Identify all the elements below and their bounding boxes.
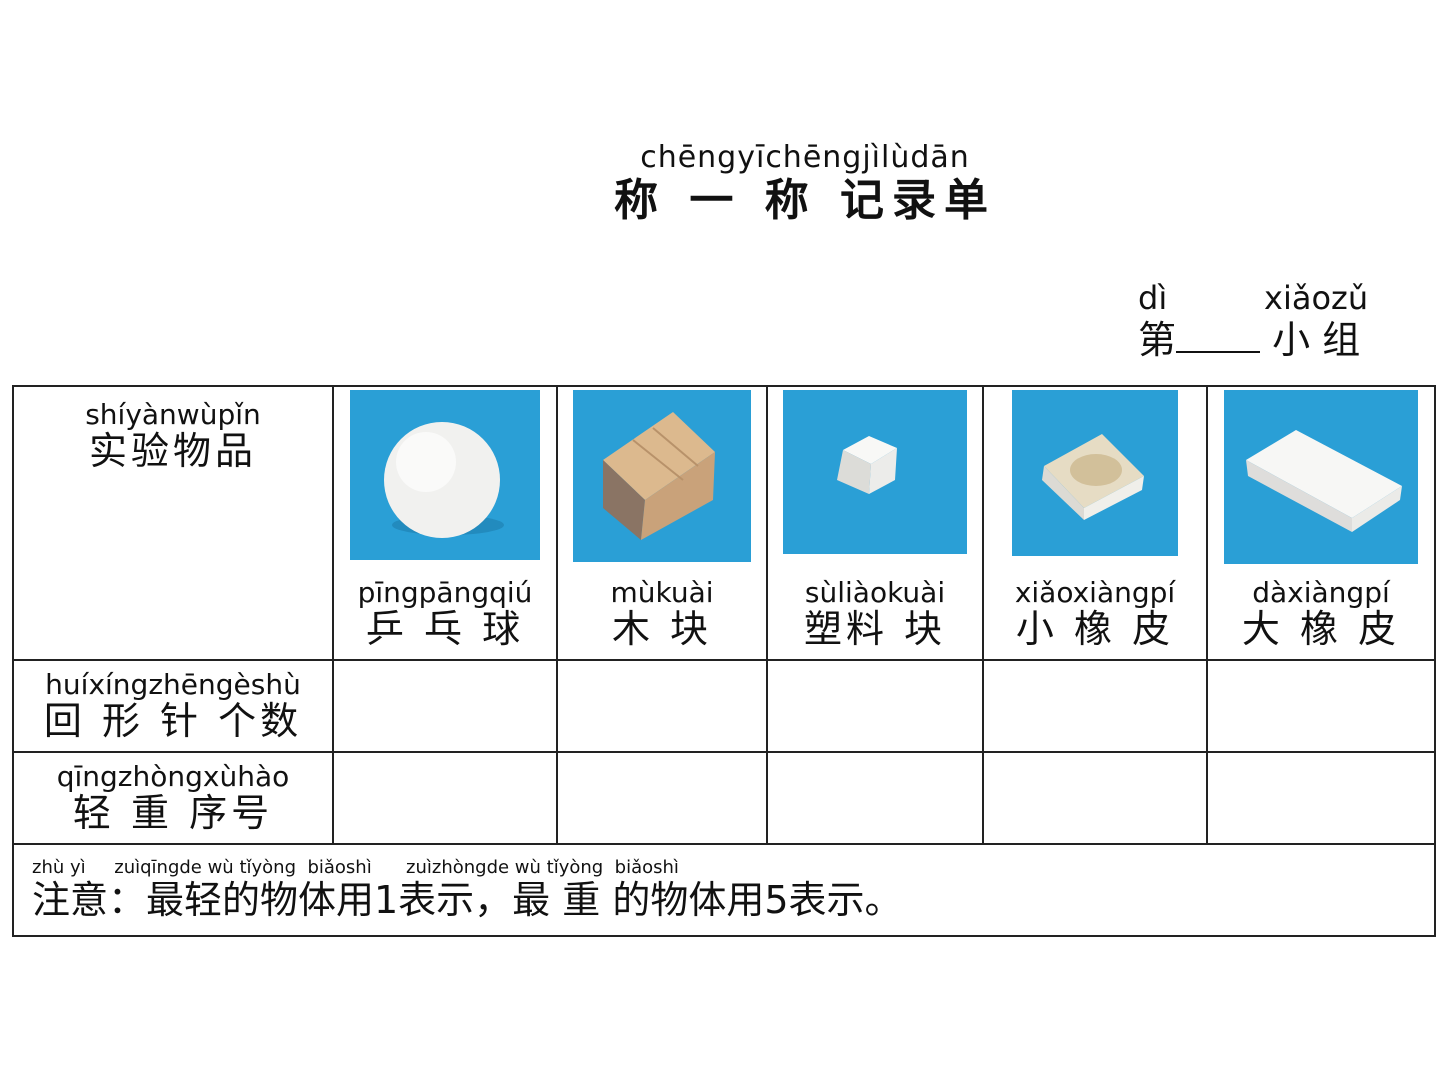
title-text: 称 一 称 记录单	[614, 175, 996, 226]
weight-order-pinyin: qīngzhòngxùhào	[56, 760, 290, 793]
item-name: 塑料 块	[803, 607, 947, 651]
item-name: 乒 乓 球	[365, 607, 525, 651]
item-pinyin: sùliàokuài	[804, 576, 946, 609]
answer-cell[interactable]	[982, 659, 1208, 753]
title-pinyin: chēngyīchēngjìlùdān	[640, 140, 970, 175]
group-di-label: 第	[1138, 318, 1177, 362]
item-name: 大 橡 皮	[1241, 607, 1401, 651]
group-xiaozu-pinyin: xiǎozǔ	[1264, 279, 1369, 317]
item-cell-plastic-block: sùliàokuài 塑料 块	[766, 385, 984, 661]
note-pinyin: zhù yì zuìqīngde wù tǐyòng biǎoshì zuìzh…	[32, 857, 679, 878]
note-cell: zhù yì zuìqīngde wù tǐyòng biǎoshì zuìzh…	[12, 843, 1436, 937]
item-name: 木 块	[611, 607, 713, 651]
clip-count-label: 回 形 针 个数	[43, 699, 303, 743]
ping-pong-ball-photo	[350, 390, 540, 560]
clip-count-row: huíxíngzhēngèshù 回 形 针 个数	[12, 659, 1436, 753]
item-name: 小 橡 皮	[1015, 607, 1175, 651]
note-row: zhù yì zuìqīngde wù tǐyòng biǎoshì zuìzh…	[12, 843, 1436, 937]
answer-cell[interactable]	[332, 751, 558, 845]
clip-count-header-cell: huíxíngzhēngèshù 回 形 针 个数	[12, 659, 334, 753]
answer-cell[interactable]	[766, 751, 984, 845]
note-text: 注意：最轻的物体用1表示，最 重 的物体用5表示。	[32, 878, 903, 922]
items-header-cell: shíyànwùpǐn 实验物品	[12, 385, 334, 661]
item-cell-wooden-block: mùkuài 木 块	[556, 385, 768, 661]
group-xiaozu-label: 小 组	[1272, 318, 1361, 362]
item-cell-big-eraser: dàxiàngpí 大 橡 皮	[1206, 385, 1436, 661]
item-pinyin: dàxiàngpí	[1252, 576, 1390, 609]
weight-order-label: 轻 重 序号	[72, 791, 274, 835]
answer-cell[interactable]	[766, 659, 984, 753]
item-pinyin: mùkuài	[610, 576, 714, 609]
item-pinyin: pīngpāngqiú	[357, 576, 533, 609]
item-cell-small-eraser: xiǎoxiàngpí 小 橡 皮	[982, 385, 1208, 661]
big-eraser-photo	[1224, 390, 1418, 564]
clip-count-pinyin: huíxíngzhēngèshù	[45, 668, 301, 701]
weight-order-header-cell: qīngzhòngxùhào 轻 重 序号	[12, 751, 334, 845]
answer-cell[interactable]	[332, 659, 558, 753]
item-cell-ping-pong-ball: pīngpāngqiú 乒 乓 球	[332, 385, 558, 661]
answer-cell[interactable]	[1206, 659, 1436, 753]
answer-cell[interactable]	[982, 751, 1208, 845]
items-row: shíyànwùpǐn 实验物品 pīngpāngqiú 乒 乓 球	[12, 385, 1436, 661]
weight-order-row: qīngzhòngxùhào 轻 重 序号	[12, 751, 1436, 845]
group-di-pinyin: dì	[1138, 279, 1168, 317]
items-header-pinyin: shíyànwùpǐn	[85, 398, 261, 431]
small-eraser-photo	[1012, 390, 1178, 556]
answer-cell[interactable]	[556, 751, 768, 845]
plastic-block-photo	[783, 390, 967, 554]
group-number-blank[interactable]	[1176, 321, 1261, 353]
group-number-field: dì xiǎozǔ 第 小 组	[1138, 280, 1388, 362]
record-table: shíyànwùpǐn 实验物品 pīngpāngqiú 乒 乓 球	[12, 385, 1436, 937]
answer-cell[interactable]	[556, 659, 768, 753]
worksheet-title: chēngyīchēngjìlùdān 称 一 称 记录单	[600, 140, 1010, 226]
items-header-text: 实验物品	[88, 429, 257, 473]
answer-cell[interactable]	[1206, 751, 1436, 845]
wooden-block-photo	[573, 390, 751, 562]
item-pinyin: xiǎoxiàngpí	[1014, 576, 1176, 609]
